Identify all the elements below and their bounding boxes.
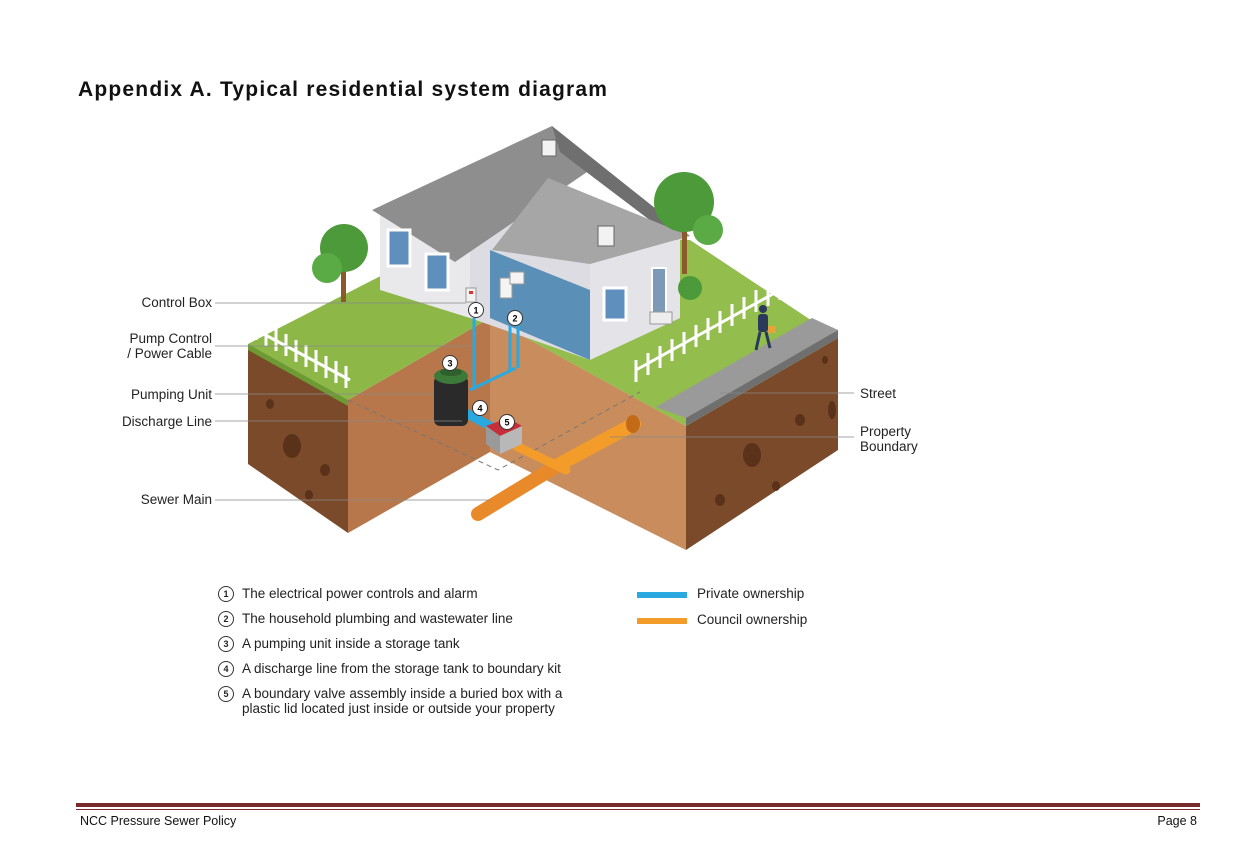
marker-5: 5 (499, 414, 515, 430)
page-title: Appendix A. Typical residential system d… (78, 78, 609, 101)
tree-right (654, 172, 723, 300)
legend-number: 1 (218, 586, 234, 602)
legend-text: A pumping unit inside a storage tank (242, 636, 460, 651)
numbered-legend: 1 The electrical power controls and alarm… (218, 586, 572, 726)
label-pump-control: Pump Control / Power Cable (100, 331, 212, 361)
legend-item: 3 A pumping unit inside a storage tank (218, 636, 572, 652)
house (372, 126, 690, 360)
legend-text: A boundary valve assembly inside a burie… (242, 686, 563, 716)
footer-rule-thin (76, 809, 1200, 810)
label-sewer-main: Sewer Main (140, 492, 212, 507)
footer-document-title: NCC Pressure Sewer Policy (80, 814, 237, 828)
label-property-line2: Boundary (860, 439, 918, 454)
number-markers: 1 2 3 4 5 (442, 302, 523, 430)
label-pumping-unit: Pumping Unit (130, 387, 212, 402)
legend-text: The household plumbing and wastewater li… (242, 611, 513, 626)
label-street: Street (860, 386, 897, 401)
street (656, 318, 838, 426)
legend-item: 4 A discharge line from the storage tank … (218, 661, 572, 677)
label-control-box: Control Box (141, 295, 212, 310)
marker-1: 1 (468, 302, 484, 318)
svg-text:1: 1 (473, 306, 478, 316)
leader-lines (215, 302, 854, 501)
svg-text:3: 3 (447, 359, 452, 369)
control-box (465, 287, 477, 303)
legend-number: 5 (218, 686, 234, 702)
legend-item: 1 The electrical power controls and alarm (218, 586, 572, 602)
legend-text: A discharge line from the storage tank t… (242, 661, 561, 676)
legend-number: 4 (218, 661, 234, 677)
label-pump-control-line1: Pump Control (129, 331, 212, 346)
marker-2: 2 (507, 310, 523, 326)
label-property-boundary: Property Boundary (860, 424, 918, 454)
pumping-tank (434, 368, 468, 426)
soil-texture (266, 356, 836, 506)
council-ownership-swatch (637, 618, 687, 624)
council-ownership-label: Council ownership (697, 612, 808, 627)
footer-rule (76, 803, 1200, 807)
legend-item: 5 A boundary valve assembly inside a buri… (218, 686, 572, 716)
fence-right (634, 278, 782, 382)
marker-4: 4 (472, 400, 488, 416)
svg-text:5: 5 (504, 418, 509, 428)
private-ownership-swatch (637, 592, 687, 598)
legend-item: 2 The household plumbing and wastewater l… (218, 611, 572, 627)
label-discharge-line: Discharge Line (121, 414, 212, 429)
property-boundary-line (347, 391, 641, 471)
legend-number: 2 (218, 611, 234, 627)
marker-3: 3 (442, 355, 458, 371)
tree-left (312, 224, 368, 302)
legend-number: 3 (218, 636, 234, 652)
soil-block (248, 318, 838, 550)
svg-text:4: 4 (477, 404, 482, 414)
footer-page-number: Page 8 (1157, 814, 1197, 828)
fence-left (254, 318, 351, 388)
postman-figure (754, 305, 776, 351)
label-pump-control-line2: / Power Cable (127, 346, 212, 361)
svg-text:2: 2 (512, 314, 517, 324)
label-property-line1: Property (860, 424, 912, 439)
sewer-main-pipe (471, 415, 641, 521)
legend-text: The electrical power controls and alarm (242, 586, 478, 601)
private-ownership-label: Private ownership (697, 586, 805, 601)
